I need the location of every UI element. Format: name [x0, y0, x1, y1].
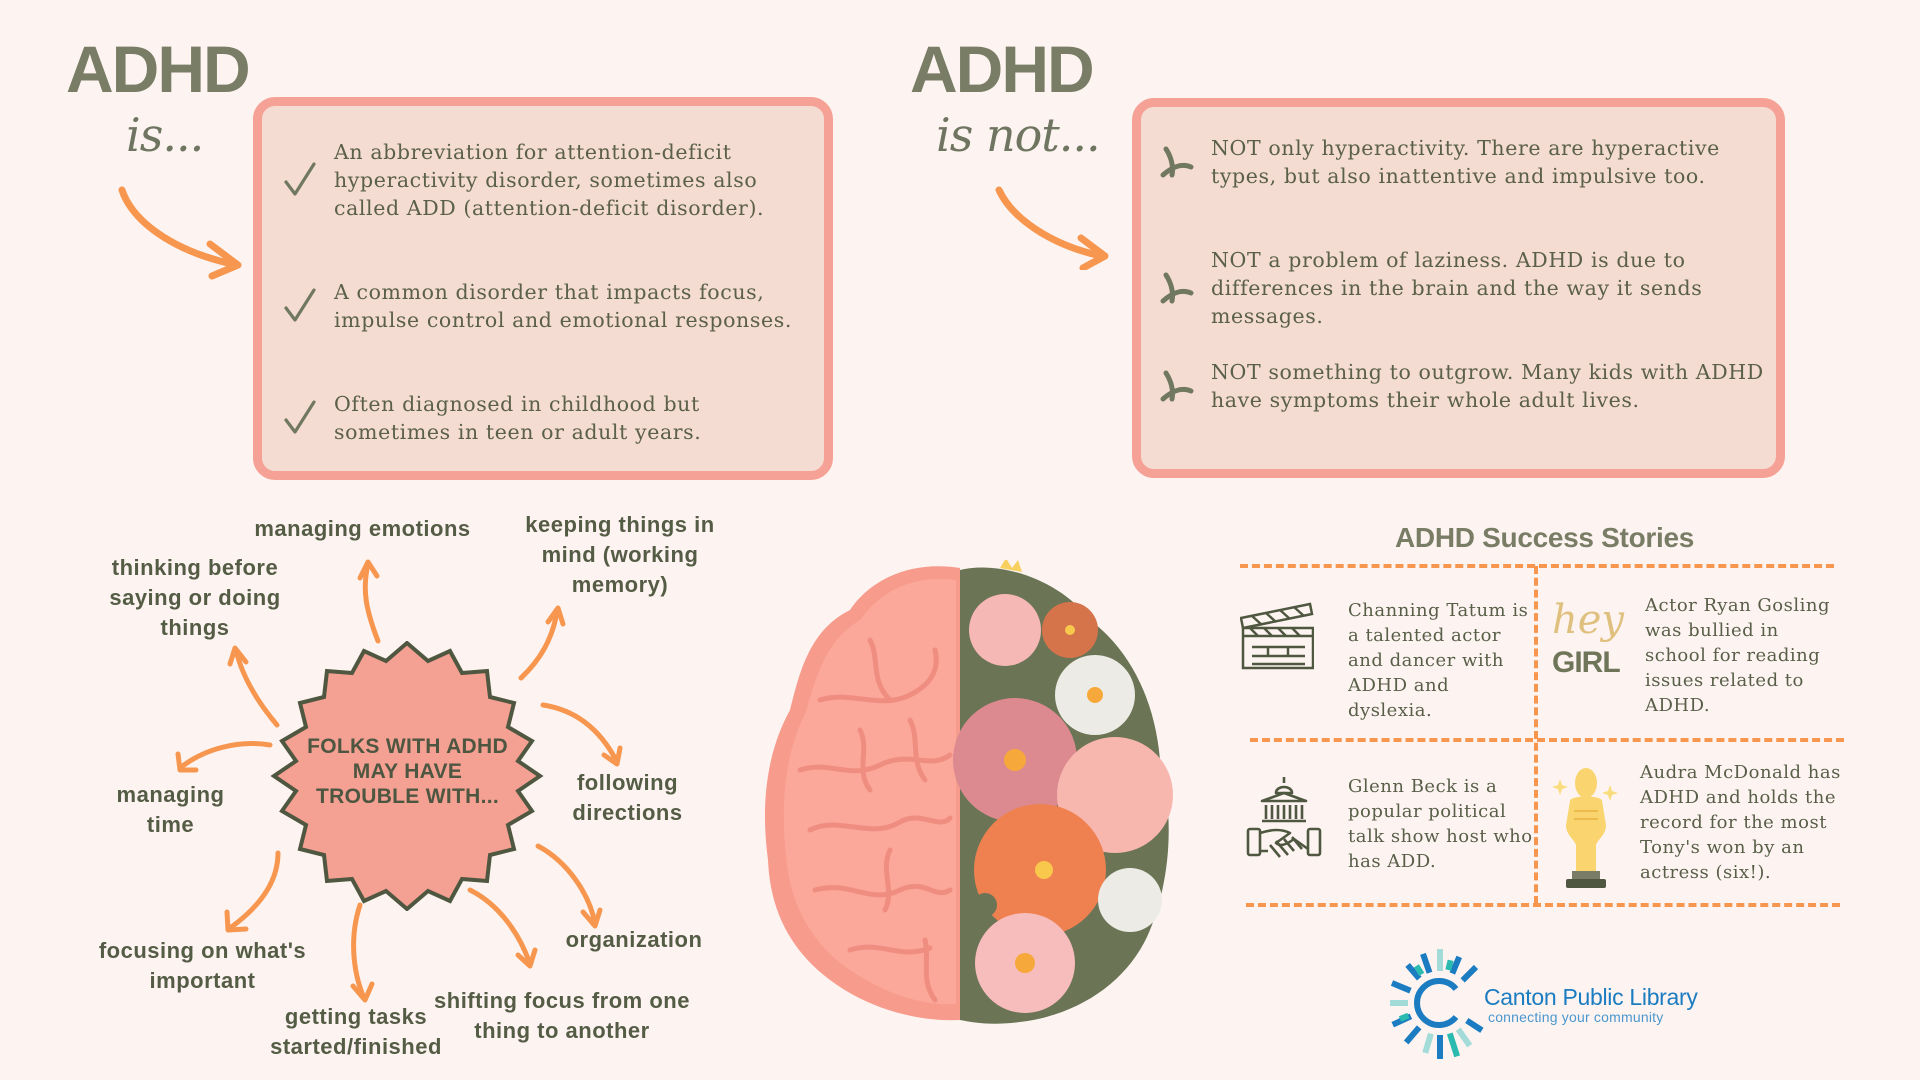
is-not-item-text: NOT only hyperactivity. There are hypera…	[1211, 136, 1720, 188]
checkmark-icon	[278, 398, 322, 438]
mind-map-topic: following directions	[572, 770, 683, 825]
award-statue-icon	[1552, 768, 1618, 888]
canton-library-logo-icon	[1390, 949, 1488, 1061]
is-section-subtitle: is...	[126, 108, 204, 162]
mind-map-topic: keeping things in mind (working memory)	[525, 512, 715, 597]
mind-map-topic: getting tasks started/finished	[270, 1004, 442, 1059]
mind-map-topic: shifting focus from one thing to another	[434, 988, 690, 1043]
grid-divider-vertical	[1534, 566, 1538, 904]
mind-map-center-label: FOLKS WITH ADHD MAY HAVE TROUBLE WITH...	[307, 735, 508, 808]
is-section-box	[253, 97, 833, 480]
story-text: Actor Ryan Gosling was bullied in school…	[1645, 595, 1831, 716]
is-not-item: NOT a problem of laziness. ADHD is due t…	[1155, 246, 1775, 330]
grid-divider-middle	[1250, 738, 1844, 742]
mind-map-topic: managing emotions	[254, 516, 471, 541]
is-item: Often diagnosed in childhood but sometim…	[278, 390, 818, 446]
logo-tagline: connecting your community	[1488, 1009, 1664, 1025]
logo-name: Canton Public Library	[1484, 984, 1698, 1010]
x-mark-icon	[1155, 369, 1199, 403]
x-mark-icon	[1155, 271, 1199, 305]
x-mark-icon	[1155, 145, 1199, 179]
is-item-text: Often diagnosed in childhood but sometim…	[334, 392, 702, 444]
checkmark-icon	[278, 160, 322, 200]
checkmark-icon	[278, 286, 322, 326]
mind-map-topic: organization	[565, 927, 703, 952]
starburst-badge	[270, 641, 544, 911]
canton-library-logo: Canton Public Library connecting your co…	[1484, 984, 1698, 1025]
is-item-text: A common disorder that impacts focus, im…	[334, 280, 792, 332]
is-item: A common disorder that impacts focus, im…	[278, 278, 818, 334]
curved-arrow-icon	[995, 186, 1109, 270]
capitol-handshake-icon	[1246, 777, 1322, 858]
hey-girl-icon: hey GIRL	[1552, 600, 1624, 700]
hey-girl-icon-top: hey	[1552, 597, 1625, 643]
is-item-text: An abbreviation for attention-deficit hy…	[334, 140, 765, 220]
is-not-item: NOT something to outgrow. Many kids with…	[1155, 358, 1775, 414]
mind-map-topic: managing time	[116, 782, 225, 837]
is-section-title: ADHD	[66, 32, 251, 106]
brain-with-flowers-illustration	[764, 560, 1173, 1024]
grid-divider-bottom	[1246, 903, 1840, 907]
hey-girl-icon-bottom: GIRL	[1552, 646, 1621, 679]
is-item: An abbreviation for attention-deficit hy…	[278, 138, 818, 222]
story-text: Channing Tatum is a talented actor and d…	[1348, 600, 1529, 721]
is-not-item-text: NOT something to outgrow. Many kids with…	[1211, 360, 1764, 412]
is-not-section-title: ADHD	[910, 32, 1095, 106]
is-not-item-text: NOT a problem of laziness. ADHD is due t…	[1211, 248, 1703, 328]
mind-map-topic: focusing on what's important	[98, 938, 307, 993]
clapperboard-icon	[1240, 602, 1314, 670]
mind-map-arrows	[175, 559, 623, 1003]
story-text: Audra McDonald has ADHD and holds the re…	[1640, 762, 1841, 883]
curved-arrow-icon	[118, 186, 242, 280]
success-stories-title: ADHD Success Stories	[1395, 522, 1695, 553]
mind-map-topic: thinking before saying or doing things	[109, 555, 281, 640]
is-not-item: NOT only hyperactivity. There are hypera…	[1155, 134, 1775, 190]
is-not-section-box	[1132, 98, 1785, 478]
story-text: Glenn Beck is a popular political talk s…	[1348, 776, 1533, 872]
is-not-section-subtitle: is not...	[936, 108, 1101, 162]
